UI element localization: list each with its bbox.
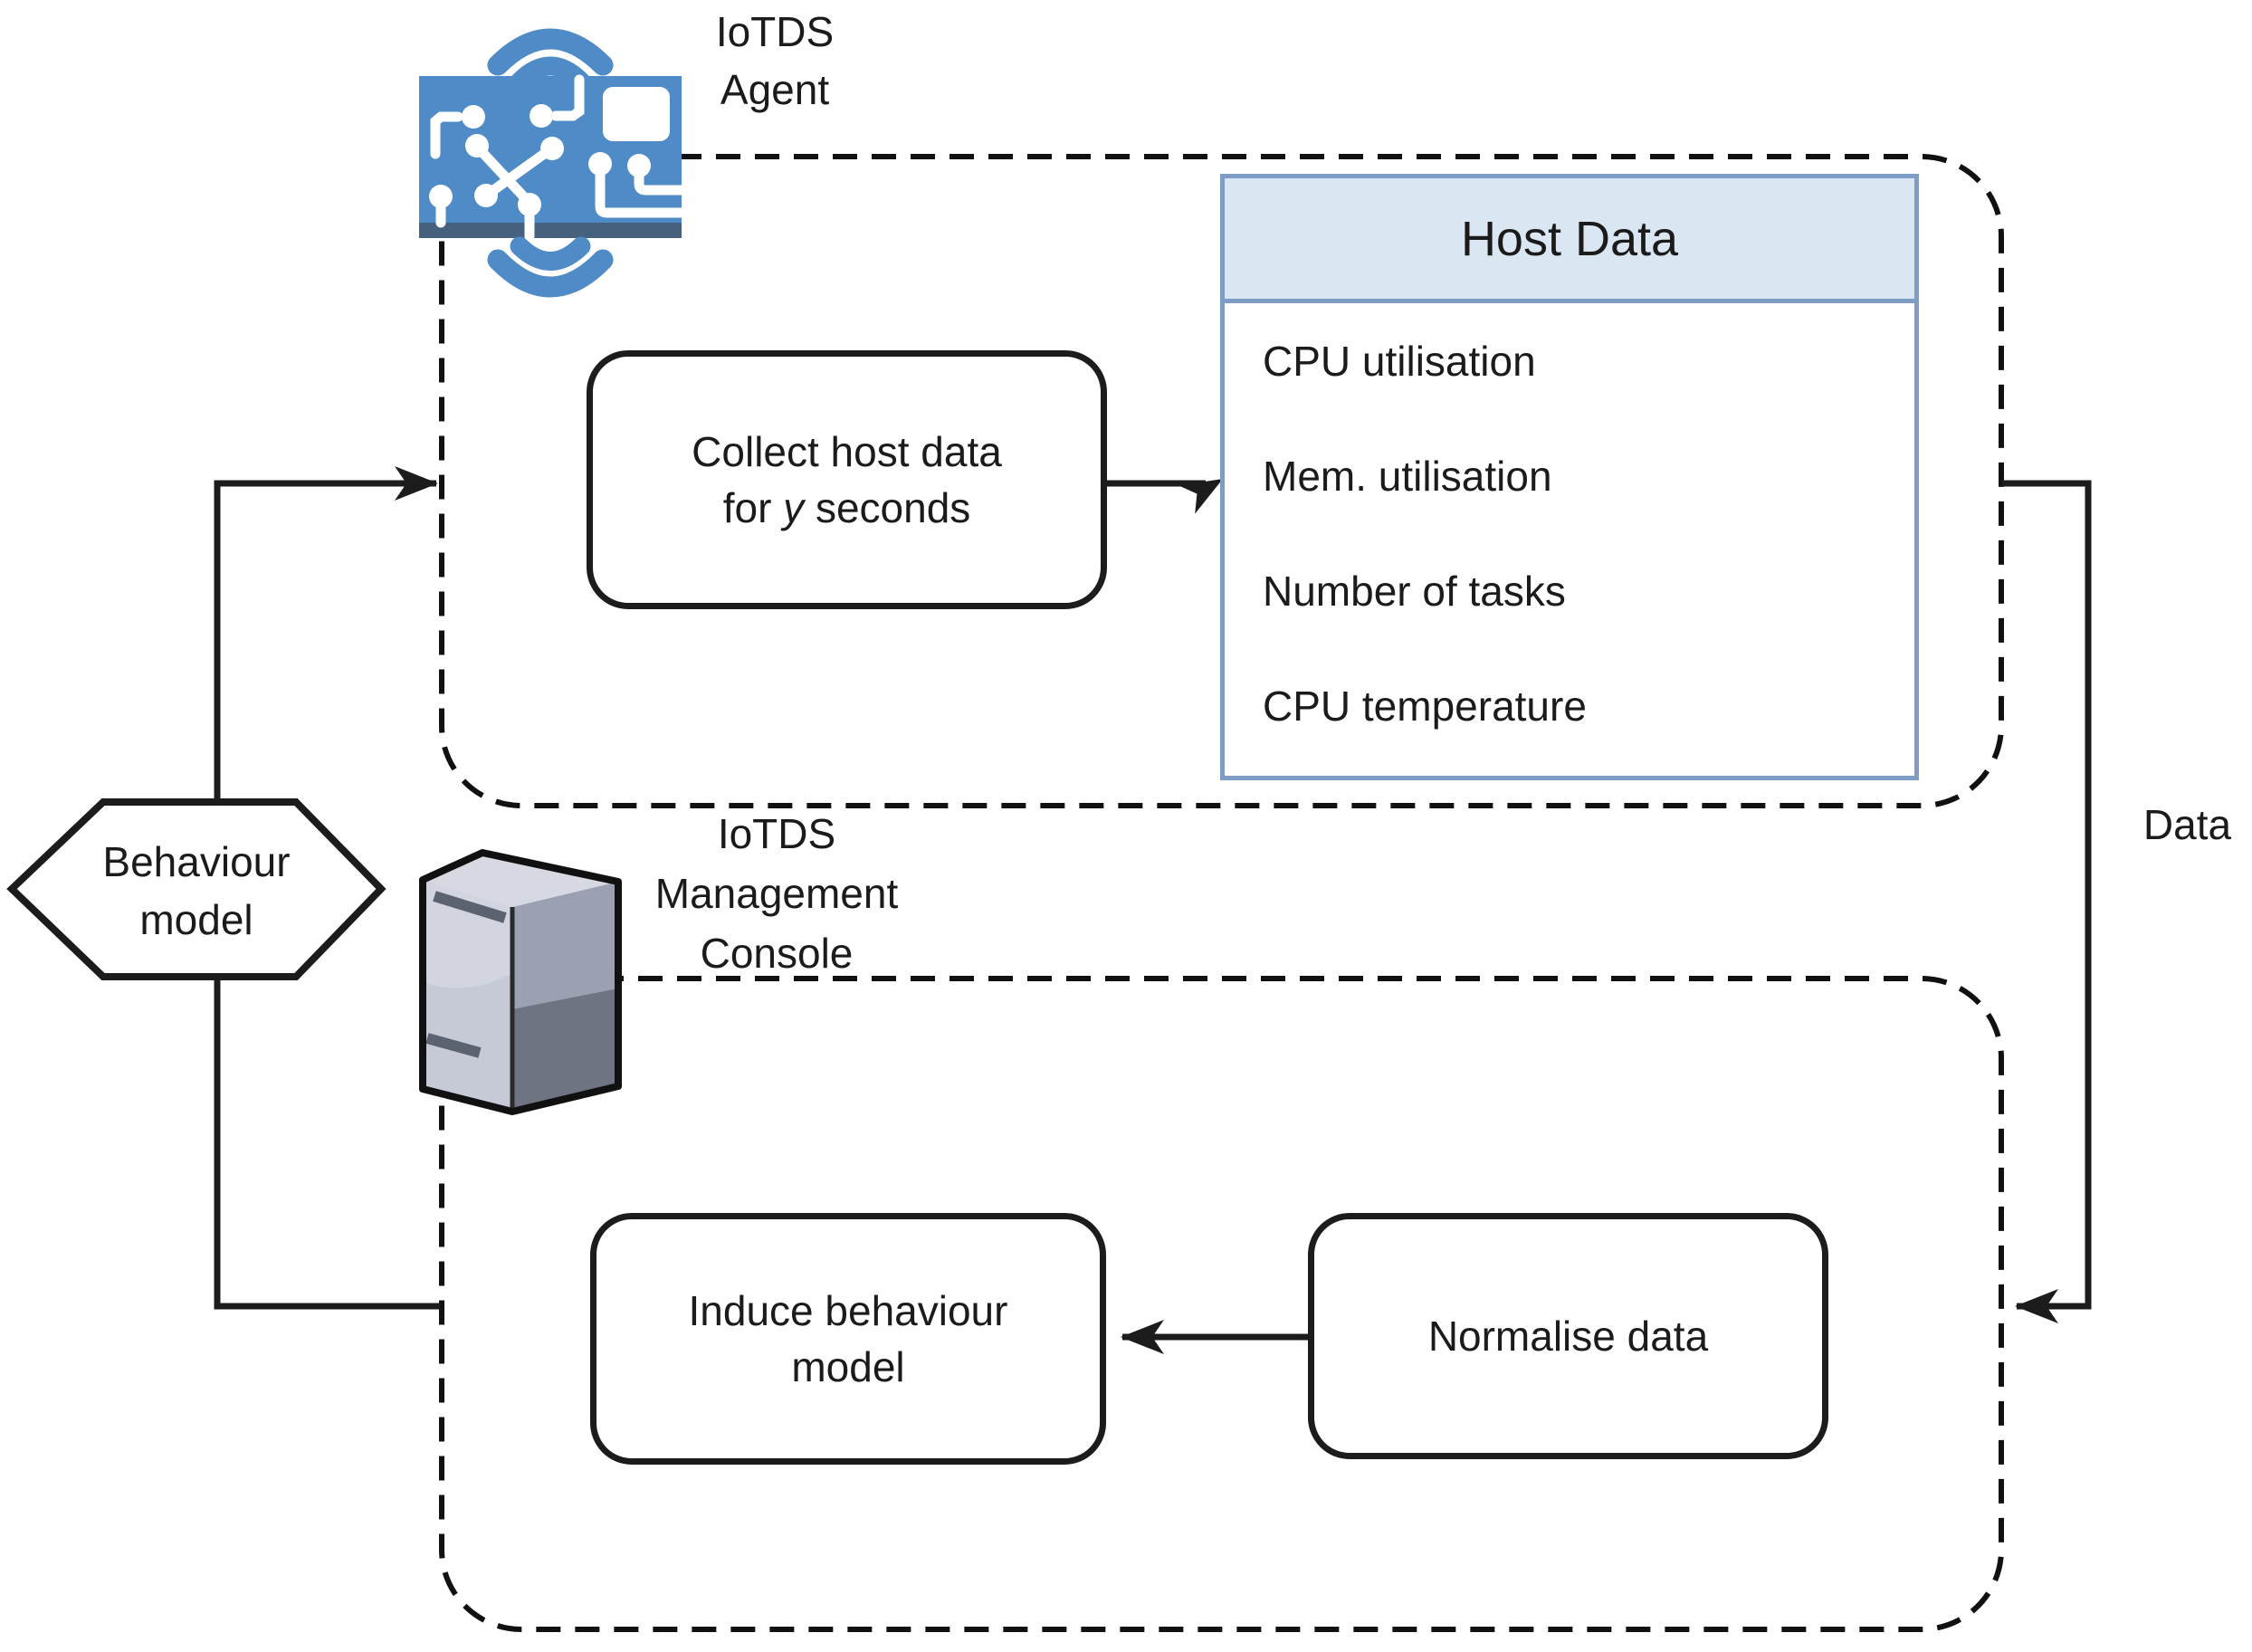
- collect-box-line2-suffix: seconds: [804, 484, 971, 531]
- normalise-box-label: Normalise data: [1427, 1313, 1709, 1360]
- circuit-board-icon: [419, 28, 686, 298]
- collect-box-line2: for y seconds: [723, 480, 971, 536]
- console-label-line3: Console: [700, 930, 854, 977]
- host-data-table: Host Data CPU utilisation Mem. utilisati…: [1220, 174, 1919, 780]
- console-label-line1: IoTDS: [717, 810, 836, 857]
- induce-behaviour-model-box: Induce behaviour model: [590, 1213, 1106, 1465]
- behaviour-model-line1: Behaviour: [102, 838, 291, 885]
- server-icon: [419, 849, 622, 1115]
- console-to-behaviour-model-line: [214, 977, 440, 1310]
- agent-container-dashed-box: [439, 154, 2004, 808]
- data-flow-label: Data: [2142, 801, 2232, 848]
- behaviour-model-label: Behaviour model: [33, 833, 359, 949]
- behaviour-model-to-agent-arrow: [214, 466, 438, 800]
- agent-label: IoTDS Agent: [639, 3, 911, 119]
- agent-label-line1: IoTDS: [715, 8, 835, 55]
- agent-label-line2: Agent: [720, 66, 830, 113]
- table-row: CPU temperature: [1263, 682, 1587, 730]
- table-row: CPU utilisation: [1263, 337, 1536, 385]
- collect-box-line1: Collect host data: [692, 428, 1002, 475]
- collect-box-line2-prefix: for: [722, 484, 784, 531]
- induce-box-line2: model: [791, 1343, 905, 1390]
- host-data-table-header: Host Data: [1225, 178, 1914, 303]
- collect-box-variable-y: y: [783, 484, 805, 531]
- behaviour-model-line2: model: [139, 896, 253, 943]
- console-label-line2: Management: [654, 870, 899, 917]
- collect-host-data-box: Collect host data for y seconds: [587, 350, 1107, 609]
- induce-box-line1: Induce behaviour: [688, 1287, 1008, 1334]
- table-row: Number of tasks: [1263, 567, 1566, 615]
- console-container-dashed-box: [439, 976, 2004, 1632]
- table-row: Mem. utilisation: [1263, 452, 1552, 500]
- behaviour-model-hexagon: [6, 798, 386, 980]
- data-flow-connector-arrow: [2002, 480, 2092, 1323]
- normalise-data-box: Normalise data: [1308, 1213, 1828, 1459]
- console-label: IoTDS Management Console: [623, 804, 930, 983]
- collect-to-host-data-arrowhead: [1178, 479, 1223, 514]
